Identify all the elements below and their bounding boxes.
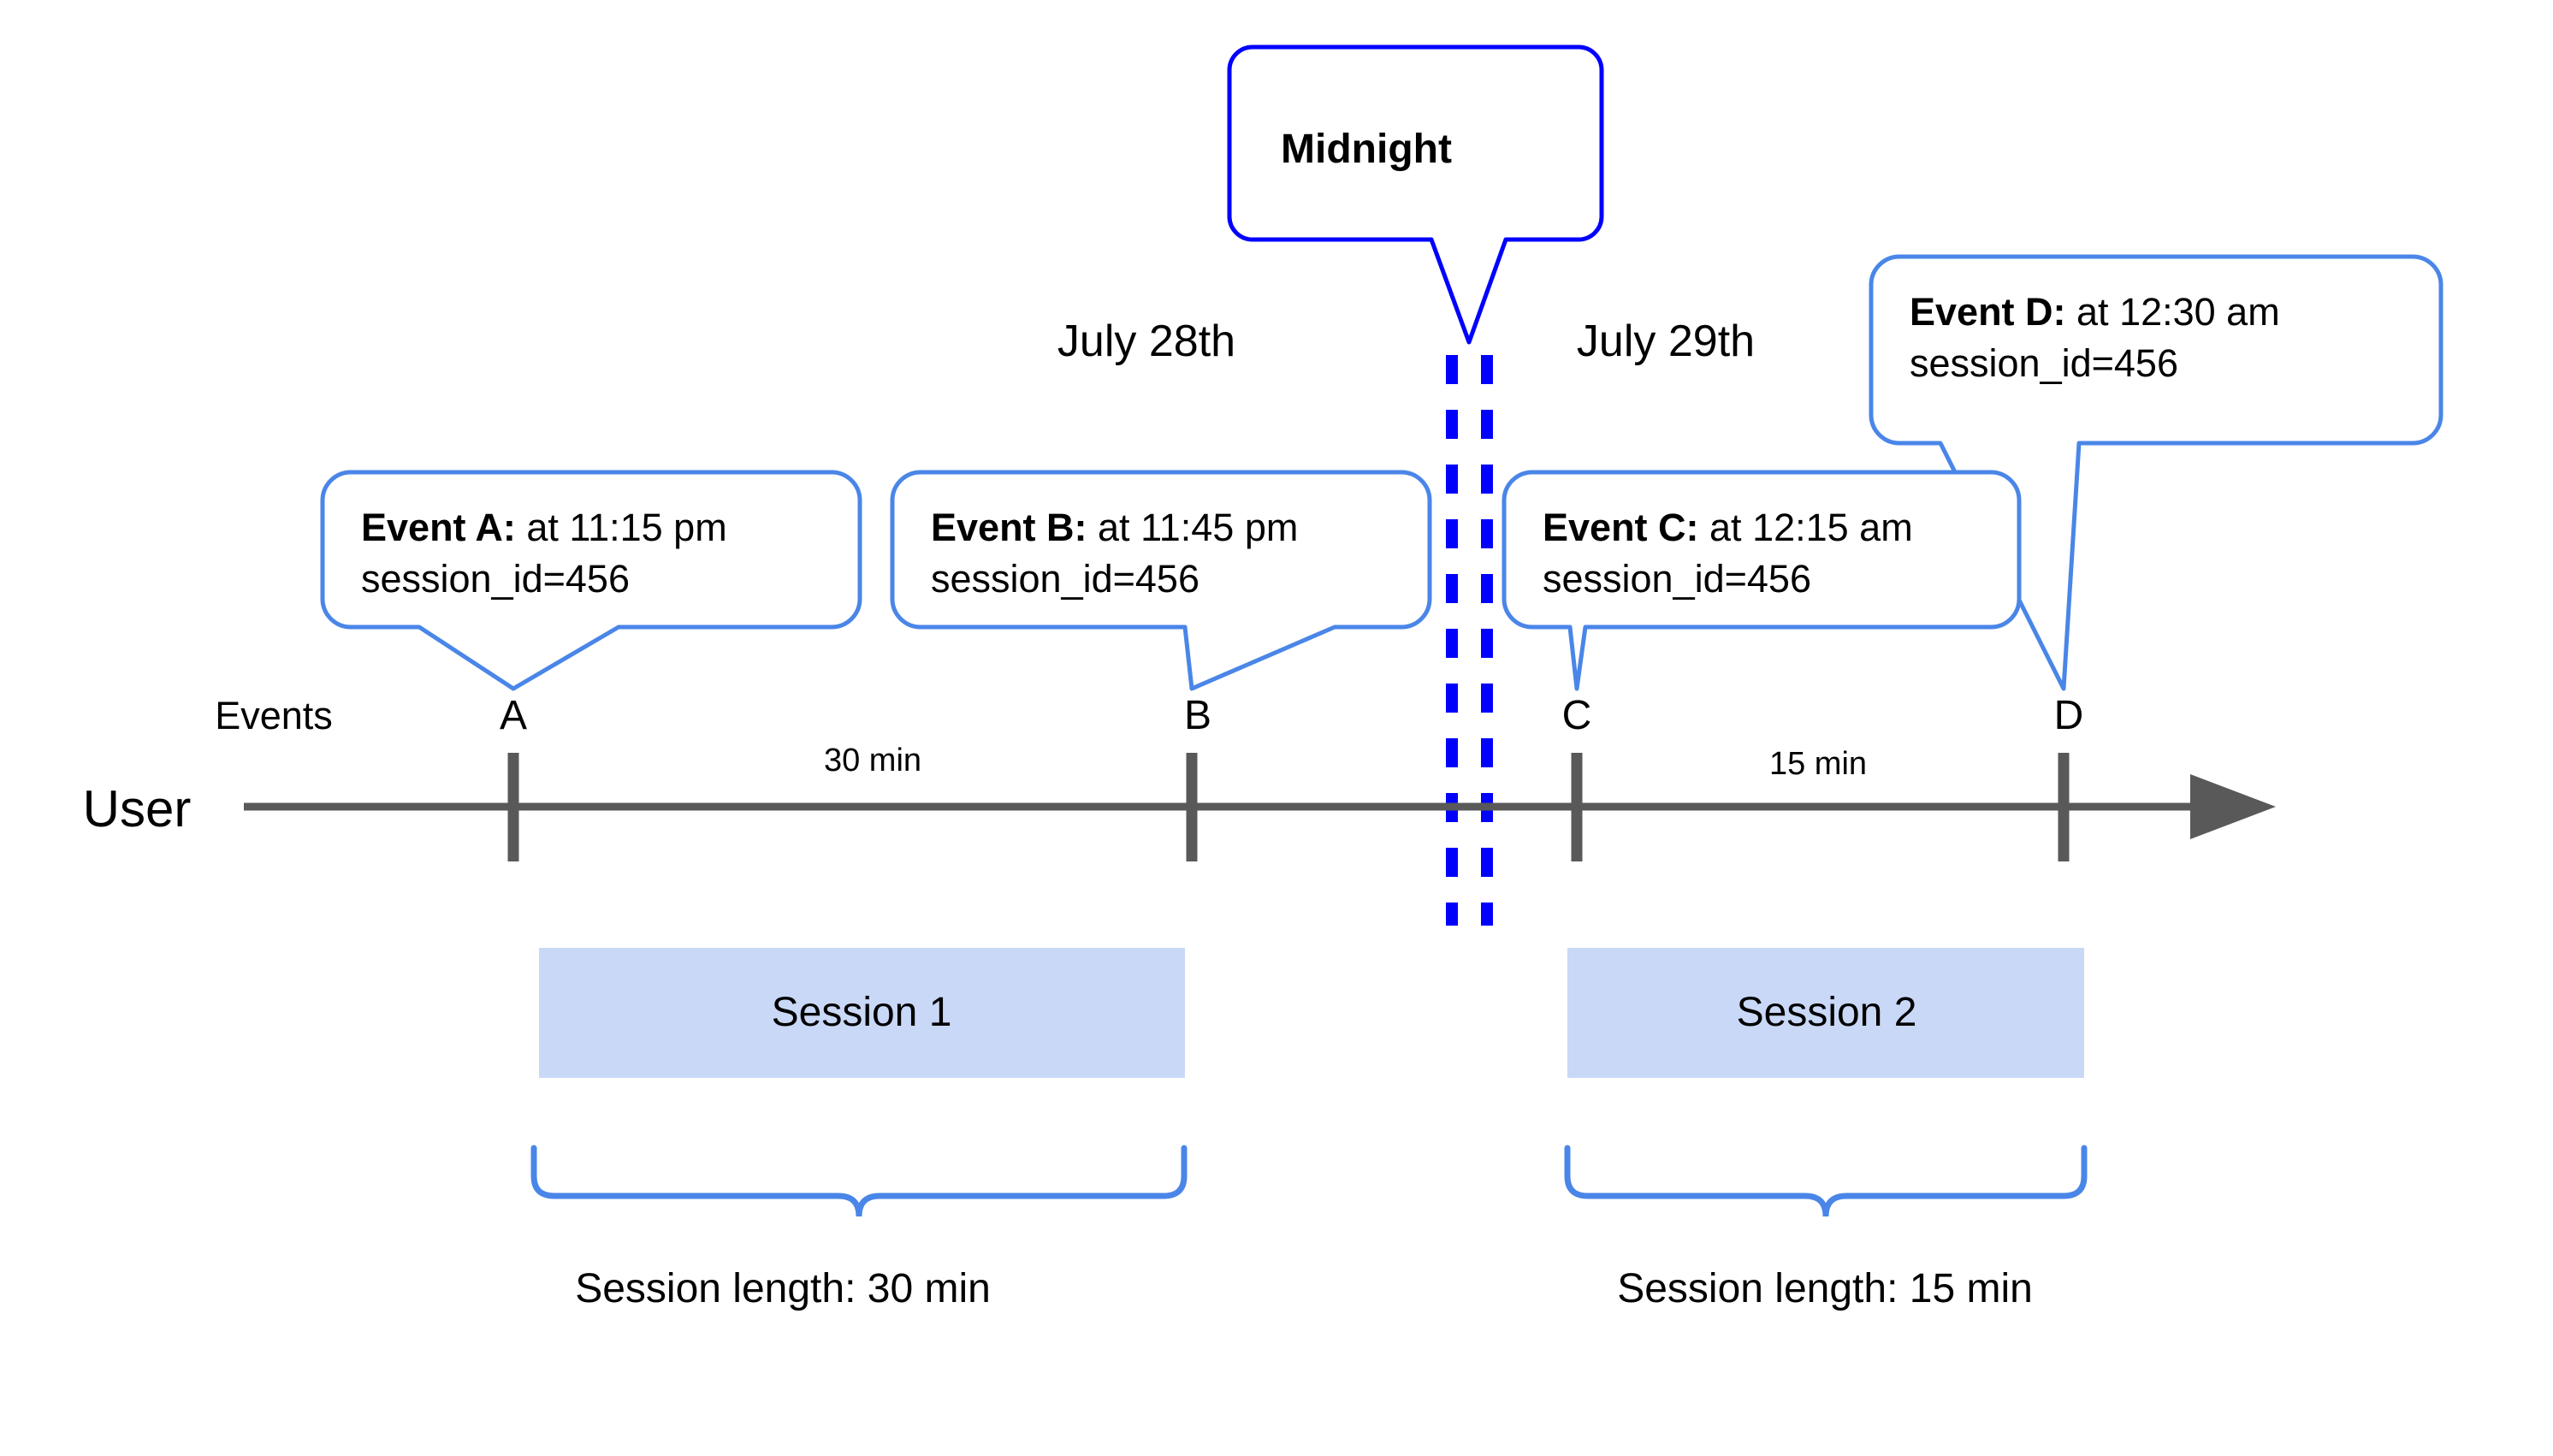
user-row-label: User <box>82 780 192 837</box>
event-a-time: at 11:15 pm <box>515 506 727 549</box>
event-a-title: Event A: <box>361 506 516 549</box>
event-b-bubble-path <box>890 470 1432 691</box>
date-label-july-28: July 28th <box>1057 317 1236 366</box>
event-c-callout-shape <box>1502 470 2022 691</box>
marker-label-d: D <box>2053 693 2084 738</box>
event-d-title: Event D: <box>1910 290 2066 334</box>
events-row-label: Events <box>215 694 333 737</box>
date-label-july-29: July 29th <box>1576 317 1756 366</box>
midnight-dashed-lines <box>1446 355 1493 926</box>
session-2-bar-label: Session 2 <box>1736 990 1917 1035</box>
event-c-time: at 12:15 am <box>1698 506 1913 549</box>
interval-label-15min: 15 min <box>1768 746 1868 782</box>
axis-tick-markers <box>507 753 2070 861</box>
session-2-bar <box>1567 948 2084 1078</box>
interval-label-30min: 30 min <box>823 743 922 778</box>
event-a-callout-line-2: session_id=456 <box>361 557 630 601</box>
event-c-callout-line-1: Event C: at 12:15 am <box>1543 503 1913 553</box>
marker-label-c: C <box>1561 693 1592 738</box>
event-b-callout-line-1: Event B: at 11:45 pm <box>931 503 1298 553</box>
event-a-callout-shape <box>320 470 862 691</box>
event-d-callout-line-1: Event D: at 12:30 am <box>1910 287 2280 337</box>
timeline-axis <box>244 774 2276 839</box>
session-1-length-label: Session length: 30 min <box>575 1266 991 1311</box>
event-b-title: Event B: <box>931 506 1087 549</box>
marker-label-b: B <box>1183 693 1212 738</box>
midnight-label: Midnight <box>1281 127 1452 172</box>
midnight-callout-shape <box>1227 44 1604 345</box>
event-b-time: at 11:45 pm <box>1087 506 1299 549</box>
event-c-title: Event C: <box>1543 506 1699 549</box>
event-b-callout-shape <box>890 470 1432 691</box>
event-c-bubble-path <box>1502 470 2022 691</box>
session-braces <box>530 1145 2088 1217</box>
midnight-bubble-path <box>1227 44 1604 345</box>
event-b-callout-line-2: session_id=456 <box>931 557 1199 601</box>
session-2-brace <box>1564 1145 2088 1217</box>
session-1-brace <box>530 1145 1188 1217</box>
event-d-time: at 12:30 am <box>2065 290 2280 334</box>
event-c-callout-line-2: session_id=456 <box>1543 557 1811 601</box>
event-a-bubble-path <box>320 470 862 691</box>
axis-arrowhead-icon <box>2190 774 2276 839</box>
session-2-length-label: Session length: 15 min <box>1617 1266 2033 1311</box>
event-a-callout-line-1: Event A: at 11:15 pm <box>361 503 727 553</box>
event-d-callout-line-2: session_id=456 <box>1910 341 2178 385</box>
session-bars <box>539 948 2084 1078</box>
session-1-bar <box>539 948 1185 1078</box>
marker-label-a: A <box>499 693 528 738</box>
session-1-bar-label: Session 1 <box>771 990 952 1035</box>
